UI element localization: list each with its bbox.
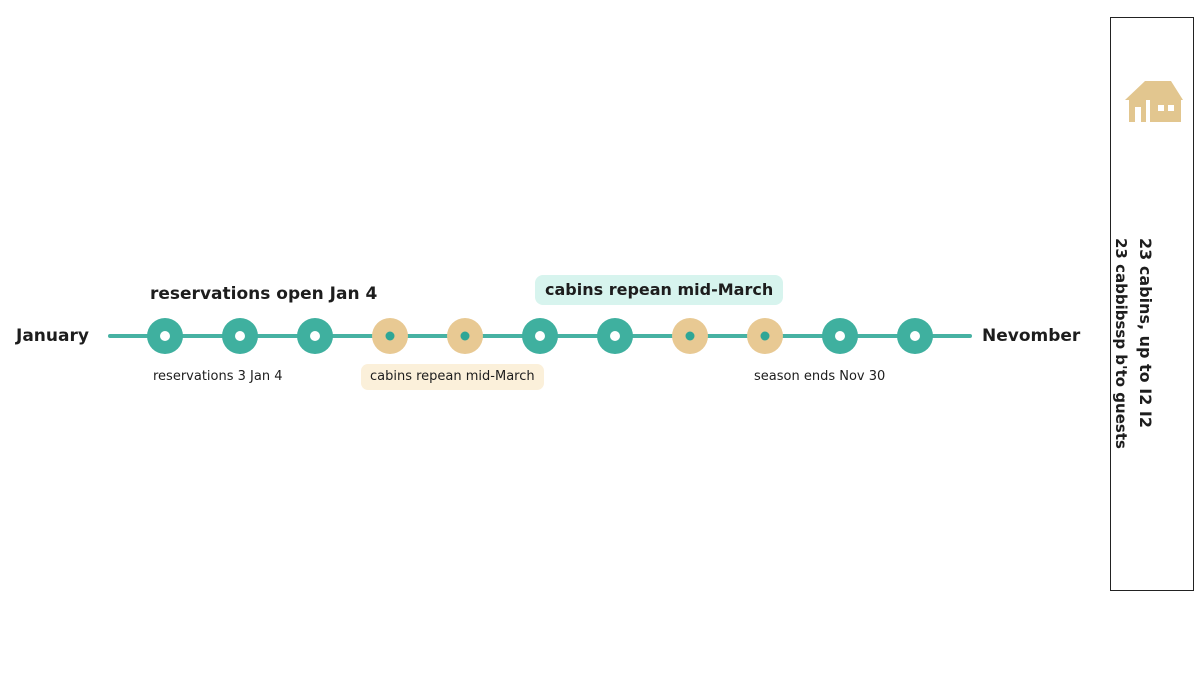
timeline-node: [222, 318, 258, 354]
side-panel-line-2: 23 cabbibssp b'to guests: [1112, 238, 1130, 449]
timeline-node-dot: [685, 331, 695, 341]
timeline-start-label: January: [16, 326, 89, 346]
timeline-node-dot: [235, 331, 245, 341]
cabins-reopen-pill-bottom: cabins repean mid-March: [361, 364, 544, 390]
timeline-node-dot: [460, 331, 470, 341]
side-panel-text: 23 cabins, up to I2 I2 23 cabbibssp b'to…: [1109, 238, 1157, 449]
timeline-node: [447, 318, 483, 354]
timeline-node-dot: [310, 331, 320, 341]
side-panel-line-1: 23 cabins, up to I2 I2: [1136, 238, 1155, 428]
timeline-node-dot: [910, 331, 920, 341]
timeline-node-dot: [835, 331, 845, 341]
timeline-node: [672, 318, 708, 354]
cabins-reopen-pill-top: cabins repean mid-March: [535, 275, 784, 305]
timeline-node: [597, 318, 633, 354]
timeline-node: [297, 318, 333, 354]
timeline-node: [147, 318, 183, 354]
timeline-node: [372, 318, 408, 354]
timeline-node: [897, 318, 933, 354]
side-panel: 23 cabins, up to I2 I2 23 cabbibssp b'to…: [1110, 17, 1194, 591]
timeline-node-dot: [385, 331, 395, 341]
timeline-node-dot: [160, 331, 170, 341]
reservations-sub-label: reservations 3 Jan 4: [153, 369, 283, 384]
heading-reservations-open: reservations open Jan 4: [150, 284, 378, 304]
timeline-node: [822, 318, 858, 354]
timeline-end-label: Nevomber: [982, 326, 1081, 346]
timeline-node-dot: [760, 331, 770, 341]
timeline-node-dot: [535, 331, 545, 341]
timeline-node: [522, 318, 558, 354]
season-ends-label: season ends Nov 30: [754, 369, 886, 384]
timeline-node: [747, 318, 783, 354]
timeline-node-dot: [610, 331, 620, 341]
house-icon: [1125, 81, 1183, 122]
